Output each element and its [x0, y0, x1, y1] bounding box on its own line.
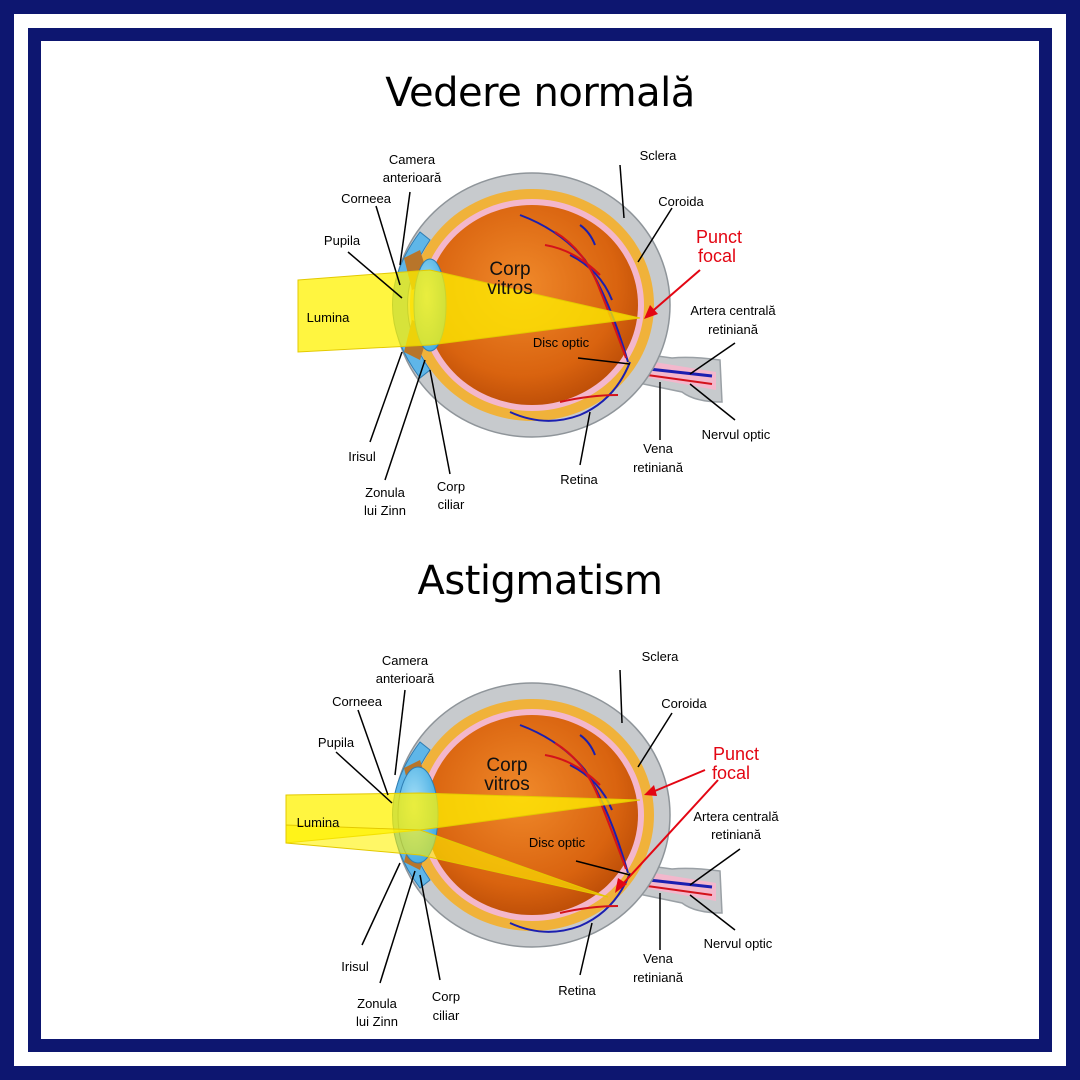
label-sclera: Sclera [640, 148, 678, 163]
label-camera-1: Camera [382, 653, 429, 668]
focal-arrow-line [647, 269, 701, 316]
label-corp-vitros-2: vitros [487, 278, 532, 299]
focal-arrow-head-1 [644, 785, 657, 796]
label-zonula-1: Zonula [365, 485, 406, 500]
label-zonula-1: Zonula [357, 996, 398, 1011]
title-normal: Vedere normală [385, 70, 695, 116]
label-vena-2: retiniană [633, 970, 684, 985]
label-punct-focal-1: Punct [696, 227, 742, 247]
label-punct-focal-2: focal [712, 763, 750, 783]
label-camera-2: anterioară [376, 671, 435, 686]
label-lumina: Lumina [307, 310, 350, 325]
label-zonula-2: lui Zinn [364, 503, 406, 518]
diagram-normal-vision: Camera anterioară Corneea Pupila Lumina … [297, 148, 776, 518]
retinal-vessels [509, 214, 631, 422]
label-punct-focal-2: focal [698, 246, 736, 266]
light-beam [297, 269, 641, 353]
label-punct-focal-1: Punct [713, 744, 759, 764]
label-disc-optic: Disc optic [533, 335, 590, 350]
label-ciliar-2: ciliar [438, 497, 465, 512]
label-ciliar-2: ciliar [433, 1008, 460, 1023]
label-vena-1: Vena [643, 951, 673, 966]
label-coroida: Coroida [658, 194, 704, 209]
label-ciliar-1: Corp [432, 989, 460, 1004]
leader-lines [347, 164, 736, 481]
label-vena-2: retiniană [633, 460, 684, 475]
label-disc-optic: Disc optic [529, 835, 586, 850]
light-beam-lower [285, 824, 609, 898]
label-camera-2: anterioară [383, 170, 442, 185]
label-sclera: Sclera [642, 649, 680, 664]
label-corneea: Corneea [332, 694, 383, 709]
label-corp-vitros-1: Corp [489, 259, 530, 280]
label-corp-vitros-2: vitros [484, 774, 529, 795]
label-nervul-optic: Nervul optic [704, 936, 773, 951]
label-artera-1: Artera centrală [693, 809, 779, 824]
label-vena-1: Vena [643, 441, 673, 456]
label-ciliar-1: Corp [437, 479, 465, 494]
label-artera-2: retiniană [711, 827, 762, 842]
optic-nerve-artery [639, 373, 713, 385]
label-artera-1: Artera centrală [690, 303, 776, 318]
label-retina: Retina [558, 983, 596, 998]
label-irisul: Irisul [341, 959, 369, 974]
label-corp-vitros-1: Corp [486, 755, 527, 776]
label-coroida: Coroida [661, 696, 707, 711]
label-lumina: Lumina [297, 815, 340, 830]
label-zonula-2: lui Zinn [356, 1014, 398, 1029]
optic-nerve-artery [639, 884, 713, 896]
focal-arrow-line-1 [649, 769, 706, 794]
label-retina: Retina [560, 472, 598, 487]
diagram-astigmatism: Camera anterioară Corneea Pupila Lumina … [285, 649, 779, 1029]
label-nervul-optic: Nervul optic [702, 427, 771, 442]
label-irisul: Irisul [348, 449, 376, 464]
label-pupila: Pupila [324, 233, 361, 248]
title-astigmatism: Astigmatism [417, 558, 663, 604]
focal-arrow-line-2 [619, 779, 719, 888]
label-pupila: Pupila [318, 735, 355, 750]
focal-arrow-head-2 [615, 878, 627, 893]
label-camera-1: Camera [389, 152, 436, 167]
label-corneea: Corneea [341, 191, 392, 206]
leader-lines [335, 669, 741, 984]
label-artera-2: retiniană [708, 322, 759, 337]
focal-arrow-head [644, 305, 658, 319]
